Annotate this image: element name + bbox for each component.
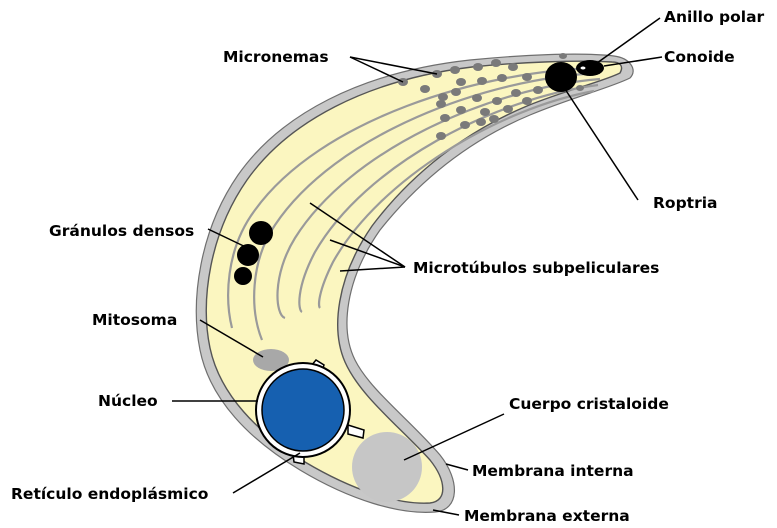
- microneme: [436, 132, 446, 140]
- microneme: [436, 100, 446, 108]
- cuerpo-cristaloide-shape: [352, 432, 422, 502]
- roptria-shape: [545, 62, 577, 92]
- microneme: [522, 73, 532, 81]
- microneme: [480, 108, 490, 116]
- label-nucleo: Núcleo: [98, 392, 158, 410]
- microneme: [503, 105, 513, 113]
- microneme: [511, 89, 521, 97]
- leader-roptria: [563, 86, 638, 200]
- label-micronemas: Micronemas: [223, 48, 329, 66]
- leader-micronemas-2: [350, 57, 437, 74]
- anillo-polar-shape: [580, 66, 586, 70]
- microneme: [473, 63, 483, 71]
- microneme: [451, 88, 461, 96]
- dense-granule: [234, 267, 252, 285]
- label-microtubulos: Microtúbulos subpeliculares: [413, 259, 659, 277]
- label-membrana-interna: Membrana interna: [472, 462, 634, 480]
- microneme: [559, 53, 567, 59]
- leader-membrana-externa: [433, 510, 459, 515]
- microneme: [456, 78, 466, 86]
- microneme: [450, 66, 460, 74]
- microneme: [508, 63, 518, 71]
- nucleo-shape: [262, 369, 344, 451]
- microneme: [460, 121, 470, 129]
- dense-granule: [249, 221, 273, 245]
- microneme: [476, 118, 486, 126]
- microneme: [522, 97, 532, 105]
- microneme: [489, 115, 499, 123]
- microneme: [533, 86, 543, 94]
- microneme: [456, 106, 466, 114]
- microneme: [497, 74, 507, 82]
- label-reticulo: Retículo endoplásmico: [11, 485, 208, 503]
- microneme: [477, 77, 487, 85]
- label-cuerpo-cristaloide: Cuerpo cristaloide: [509, 395, 669, 413]
- label-roptria: Roptria: [653, 194, 718, 212]
- label-granulos-densos: Gránulos densos: [49, 222, 194, 240]
- leader-micronemas-1: [350, 57, 403, 82]
- microneme: [492, 97, 502, 105]
- microneme: [491, 59, 501, 67]
- label-membrana-externa: Membrana externa: [464, 507, 630, 525]
- microneme: [420, 85, 430, 93]
- microneme: [576, 85, 584, 91]
- microneme: [440, 114, 450, 122]
- microneme: [438, 93, 448, 101]
- microneme: [472, 94, 482, 102]
- label-conoide: Conoide: [664, 48, 735, 66]
- leader-reticulo: [233, 453, 300, 493]
- label-anillo-polar: Anillo polar: [664, 8, 765, 26]
- label-mitosoma: Mitosoma: [92, 311, 177, 329]
